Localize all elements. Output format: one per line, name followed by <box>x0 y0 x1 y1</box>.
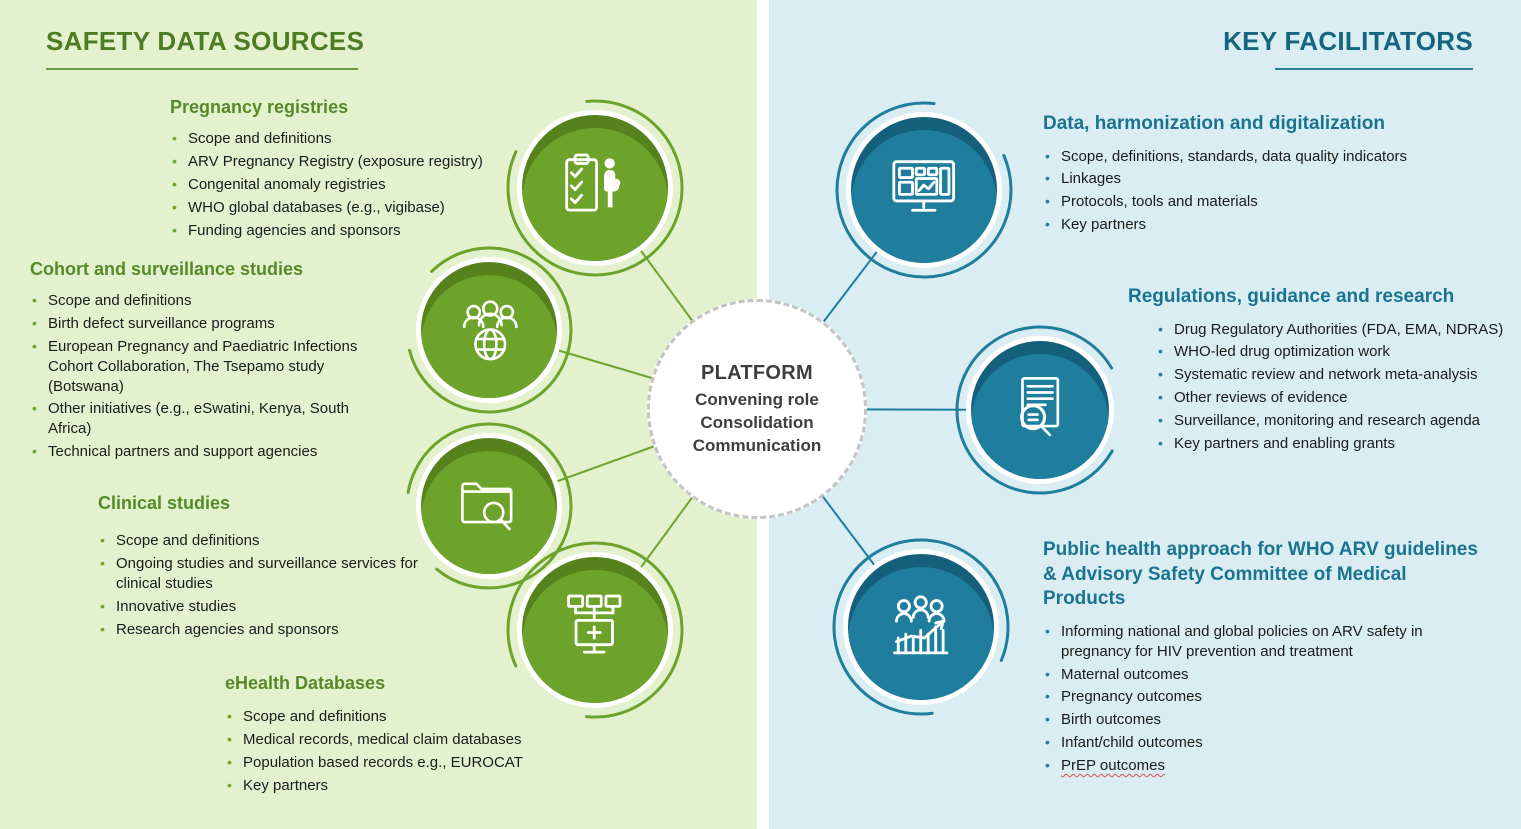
platform-role: Communication <box>692 436 822 455</box>
connected-monitors-icon <box>567 594 622 654</box>
people-chart-icon <box>893 595 949 655</box>
checklist-pregnant-woman-icon <box>565 153 621 212</box>
bullet-list: Scope, definitions, standards, data qual… <box>1043 147 1475 235</box>
regulations-guidance-node <box>966 336 1114 484</box>
bullet-item: Surveillance, monitoring and research ag… <box>1156 411 1510 431</box>
bullet-list: Informing national and global policies o… <box>1043 622 1483 776</box>
bullet-item: Pregnancy outcomes <box>1043 687 1483 707</box>
bullet-item: Key partners <box>1043 215 1475 235</box>
section-heading: Regulations, guidance and research <box>1128 286 1455 307</box>
safety-data-sources-panel: SAFETY DATA SOURCES Pregnancy registries… <box>0 0 757 829</box>
bullet-list: Scope and definitions Ongoing studies an… <box>98 531 428 639</box>
right-title-divider <box>1275 68 1473 70</box>
section-data-harmonization: Data, harmonization and digitalization S… <box>1043 112 1475 238</box>
section-heading: Clinical studies <box>98 493 231 513</box>
section-cohort-surveillance-studies: Cohort and surveillance studies Scope an… <box>30 258 382 465</box>
ehealth-databases-node <box>517 552 673 708</box>
section-heading: Pregnancy registries <box>170 97 349 117</box>
bullet-item: Congenital anomaly registries <box>170 175 540 195</box>
bullet-item: Innovative studies <box>98 597 428 617</box>
bullet-item: Other reviews of evidence <box>1156 388 1510 408</box>
platform-hub: PLATFORM Convening role Consolidation Co… <box>647 299 867 519</box>
bullet-item: ARV Pregnancy Registry (exposure registr… <box>170 152 540 172</box>
bullet-item: WHO global databases (e.g., vigibase) <box>170 198 540 218</box>
bullet-item: European Pregnancy and Paediatric Infect… <box>30 337 382 396</box>
data-harmonization-node <box>846 112 1002 268</box>
section-clinical-studies: Clinical studies Scope and definitions O… <box>98 492 428 642</box>
bullet-item: Protocols, tools and materials <box>1043 192 1475 212</box>
section-pregnancy-registries: Pregnancy registries Scope and definitio… <box>170 96 540 243</box>
dashboard-monitor-icon <box>892 160 956 212</box>
bullet-item: WHO-led drug optimization work <box>1156 342 1510 362</box>
bullet-list: Scope and definitions Medical records, m… <box>225 707 570 795</box>
bullet-list: Scope and definitions Birth defect surve… <box>30 291 382 461</box>
folder-magnifier-icon <box>461 482 513 531</box>
bullet-item: Informing national and global policies o… <box>1043 622 1483 662</box>
bullet-item: Other initiatives (e.g., eSwatini, Kenya… <box>30 399 382 439</box>
bullet-item: Scope, definitions, standards, data qual… <box>1043 147 1475 167</box>
platform-role: Convening role <box>695 390 819 409</box>
section-regulations-guidance: Regulations, guidance and research Drug … <box>1128 285 1510 456</box>
section-public-health-approach: Public health approach for WHO ARV guide… <box>1043 538 1483 779</box>
clinical-studies-node <box>416 433 562 579</box>
bullet-item: Scope and definitions <box>30 291 382 311</box>
bullet-item: Medical records, medical claim databases <box>225 730 570 750</box>
bullet-list: Scope and definitions ARV Pregnancy Regi… <box>170 129 540 240</box>
bullet-item: Scope and definitions <box>170 129 540 149</box>
platform-title: PLATFORM <box>700 362 813 384</box>
people-globe-icon <box>463 300 519 361</box>
bullet-item: Systematic review and network meta-analy… <box>1156 365 1510 385</box>
bullet-item: Maternal outcomes <box>1043 665 1483 685</box>
bullet-item: Birth outcomes <box>1043 710 1483 730</box>
cohort-surveillance-node <box>416 257 562 403</box>
left-title-divider <box>46 68 358 70</box>
pregnancy-registries-node <box>517 110 673 266</box>
document-magnifier-icon <box>1019 376 1059 437</box>
bullet-list: Drug Regulatory Authorities (FDA, EMA, N… <box>1156 320 1510 454</box>
right-panel-title: KEY FACILITATORS <box>1223 26 1473 56</box>
bullet-item: Research agencies and sponsors <box>98 620 428 640</box>
section-ehealth-databases: eHealth Databases Scope and definitions … <box>225 672 570 799</box>
bullet-item: Birth defect surveillance programs <box>30 314 382 334</box>
bullet-item: PrEP outcomes <box>1043 756 1483 776</box>
bullet-item: Key partners <box>225 776 570 796</box>
bullet-item: Drug Regulatory Authorities (FDA, EMA, N… <box>1156 320 1510 340</box>
section-heading: Data, harmonization and digitalization <box>1043 113 1386 134</box>
section-heading: Public health approach for WHO ARV guide… <box>1043 539 1478 610</box>
bullet-item: Funding agencies and sponsors <box>170 221 540 241</box>
public-health-approach-node <box>843 549 999 705</box>
left-panel-title: SAFETY DATA SOURCES <box>46 26 365 56</box>
bullet-item: Technical partners and support agencies <box>30 442 382 462</box>
bullet-item: Infant/child outcomes <box>1043 733 1483 753</box>
bullet-item: Linkages <box>1043 169 1475 189</box>
bullet-item: Scope and definitions <box>225 707 570 727</box>
bullet-item: Population based records e.g., EUROCAT <box>225 753 570 773</box>
bullet-item: Ongoing studies and surveillance service… <box>98 554 428 594</box>
section-heading: eHealth Databases <box>225 673 386 693</box>
section-heading: Cohort and surveillance studies <box>30 259 304 279</box>
bullet-item: Scope and definitions <box>98 531 428 551</box>
platform-role: Consolidation <box>700 413 814 432</box>
bullet-item: Key partners and enabling grants <box>1156 434 1510 454</box>
